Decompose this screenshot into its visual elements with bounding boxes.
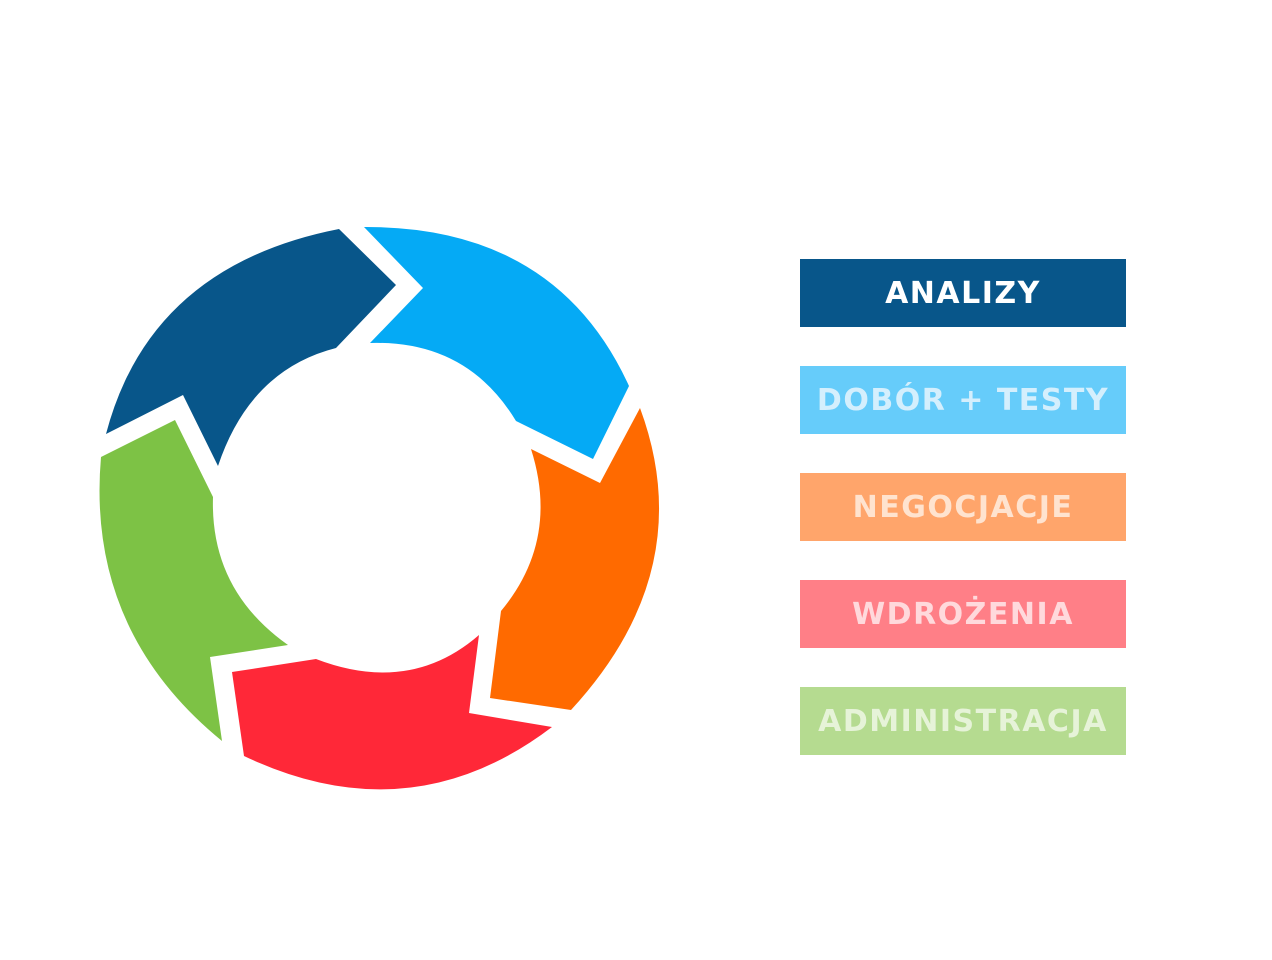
legend-item-analizy: Analizy <box>800 259 1126 327</box>
legend-label: Dobór + Testy <box>816 382 1110 418</box>
segment-analizy <box>106 229 396 466</box>
segment-administracja <box>99 420 288 741</box>
legend-label: Administracja <box>818 703 1108 739</box>
cycle-diagram <box>99 226 660 790</box>
legend: Analizy Dobór + Testy Negocjacje Wdrożen… <box>800 259 1126 755</box>
legend-label: Negocjacje <box>852 489 1074 525</box>
segment-negocjacje <box>490 408 660 710</box>
legend-label: Analizy <box>885 275 1041 311</box>
legend-item-administracja: Administracja <box>800 687 1126 755</box>
legend-item-dobor-testy: Dobór + Testy <box>800 366 1126 434</box>
legend-item-wdrozenia: Wdrożenia <box>800 580 1126 648</box>
legend-label: Wdrożenia <box>852 596 1074 632</box>
segment-wdrozenia <box>232 635 552 790</box>
legend-item-negocjacje: Negocjacje <box>800 473 1126 541</box>
segment-dobor-testy <box>364 226 629 459</box>
